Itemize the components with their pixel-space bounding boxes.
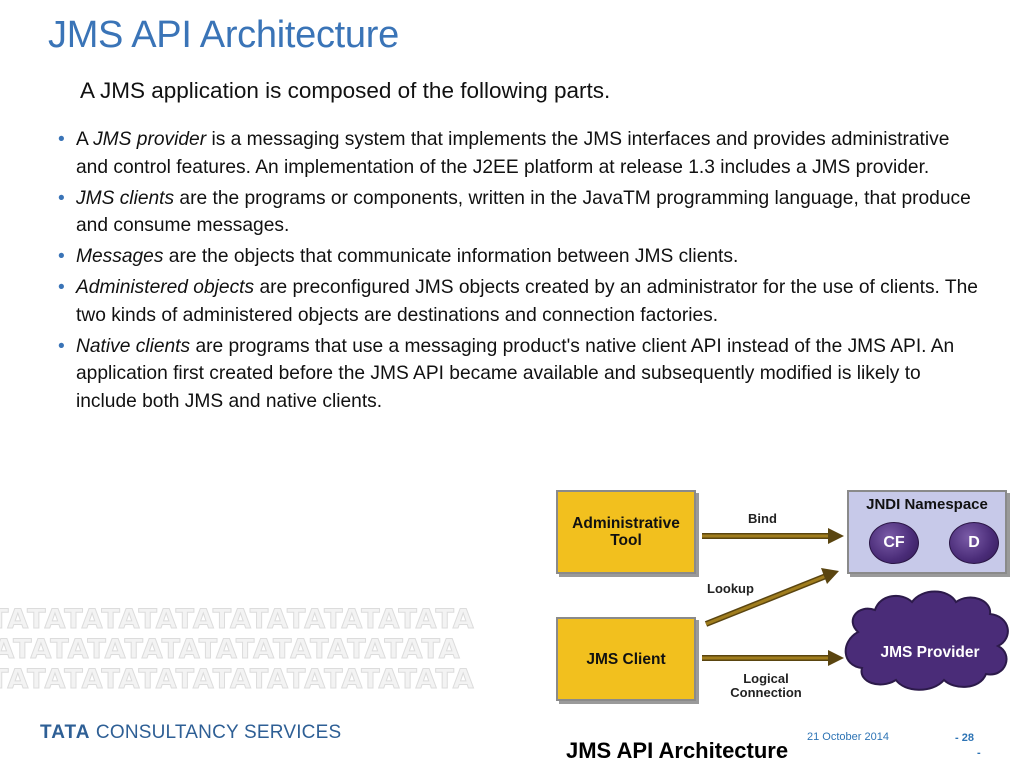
bullet-item: • Administered objects are preconfigured … xyxy=(58,274,983,329)
tata-watermark: TATATATATATATATATATATATATA TATATATATATAT… xyxy=(0,604,550,700)
bind-label: Bind xyxy=(748,511,777,526)
bullet-item: • JMS clients are the programs or compone… xyxy=(58,185,983,240)
bullet-text: are the programs or components, written … xyxy=(76,187,971,237)
slide-subtitle: A JMS application is composed of the fol… xyxy=(80,78,611,103)
jms-client-box: JMS Client xyxy=(556,617,696,701)
jms-provider-label: JMS Provider xyxy=(880,644,980,661)
bullet-item: • Messages are the objects that communica… xyxy=(58,243,983,271)
bullet-term: Native clients xyxy=(76,335,191,357)
lookup-label: Lookup xyxy=(707,581,754,596)
bullet-item: • A JMS provider is a messaging system th… xyxy=(58,126,983,181)
architecture-diagram: Administrative Tool JMS Client JNDI Name… xyxy=(540,482,1020,712)
page-number-value: - 28 xyxy=(955,732,974,744)
watermark-row: TATATATATATATATATATATATATA xyxy=(0,664,475,696)
bullet-text: are programs that use a messaging produc… xyxy=(76,335,955,412)
logo-tata: TATA xyxy=(40,722,91,743)
watermark-row: TATATATATATATATATATATATATA xyxy=(0,604,475,636)
jndi-namespace-label: JNDI Namespace xyxy=(866,496,988,513)
company-logo: TATA CONSULTANCY SERVICES xyxy=(40,722,341,744)
bullet-term: JMS clients xyxy=(76,187,175,209)
bullet-lead: A xyxy=(76,129,94,150)
bullet-text: is a messaging system that implements th… xyxy=(76,129,950,178)
page-number-suffix: - xyxy=(977,747,981,759)
jms-provider-cloud xyxy=(844,590,1009,691)
connection-factory-node: CF xyxy=(869,522,919,564)
bind-arrow xyxy=(702,528,844,544)
administrative-tool-box: Administrative Tool xyxy=(556,490,696,574)
watermark-row: TATATATATATATATATATATATATA xyxy=(0,634,461,666)
logical-connection-label: Logical Connection xyxy=(730,671,802,700)
bullet-text: are preconfigured JMS objects created by… xyxy=(76,277,978,326)
jndi-namespace-box: JNDI Namespace CF D xyxy=(847,490,1007,574)
bullet-icon: • xyxy=(58,335,65,357)
bullet-item: • Native clients are programs that use a … xyxy=(58,333,983,416)
bullet-icon: • xyxy=(58,129,65,150)
bullet-text: are the objects that communicate informa… xyxy=(163,246,739,267)
bullet-term: Messages xyxy=(76,246,164,267)
bullet-icon: • xyxy=(58,187,65,209)
logical-connection-arrow xyxy=(702,650,844,666)
destination-node: D xyxy=(949,522,999,564)
bullet-term: JMS provider xyxy=(93,129,207,150)
diagram-caption: JMS API Architecture xyxy=(566,738,789,763)
bullet-icon: • xyxy=(58,246,65,267)
diagram-connectors xyxy=(702,528,1009,691)
bullet-icon: • xyxy=(58,277,65,298)
lookup-arrow xyxy=(704,568,839,627)
logo-text: CONSULTANCY SERVICES xyxy=(90,722,342,743)
bullet-list: • A JMS provider is a messaging system th… xyxy=(58,126,983,419)
bullet-term: Administered objects xyxy=(76,277,255,298)
slide-date: 21 October 2014 xyxy=(807,731,889,743)
slide-title: JMS API Architecture xyxy=(48,14,399,56)
page-number: - 28- xyxy=(955,731,981,761)
